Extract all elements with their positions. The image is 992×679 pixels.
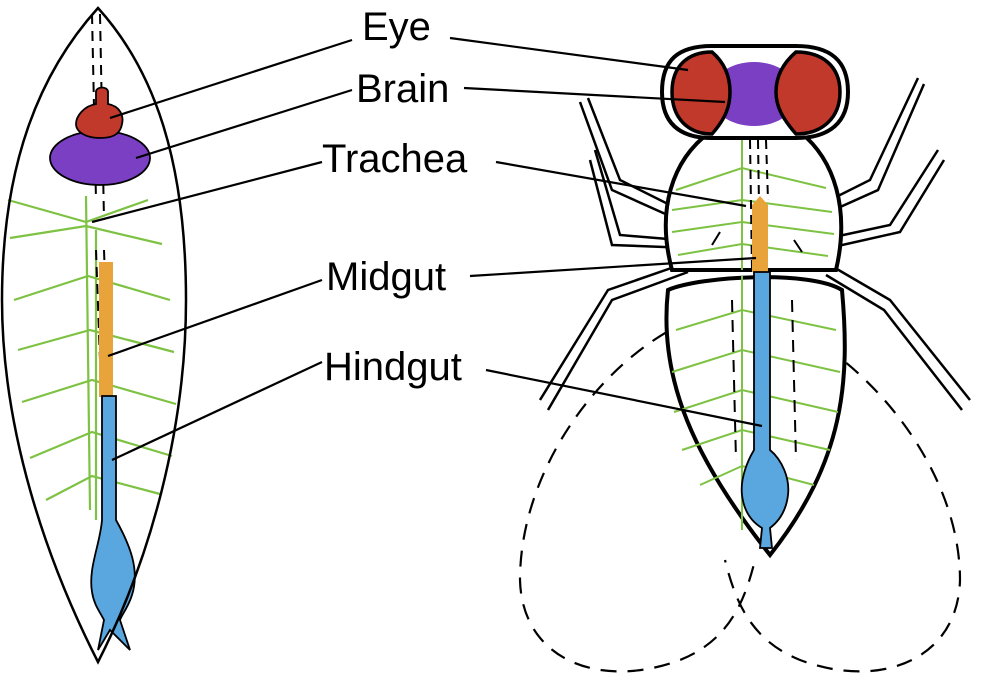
fly-midgut	[752, 196, 768, 272]
hindgut-leader-left	[112, 362, 322, 460]
larva	[2, 8, 186, 662]
label-eye: Eye	[362, 5, 431, 49]
adult-fly	[520, 46, 970, 671]
eye-leader-right	[450, 38, 688, 70]
larva-trachea	[8, 196, 176, 520]
fly-eye-right	[776, 52, 840, 134]
fly-eye-left	[672, 52, 730, 134]
labels: Eye Brain Trachea Midgut Hindgut	[322, 5, 468, 389]
label-hindgut: Hindgut	[324, 345, 462, 389]
label-brain: Brain	[356, 67, 449, 111]
larva-brain	[50, 131, 150, 185]
larva-midgut	[99, 262, 113, 397]
label-trachea: Trachea	[322, 137, 468, 181]
larva-eye	[76, 88, 122, 139]
label-midgut: Midgut	[326, 255, 446, 299]
fly-head	[662, 46, 848, 138]
